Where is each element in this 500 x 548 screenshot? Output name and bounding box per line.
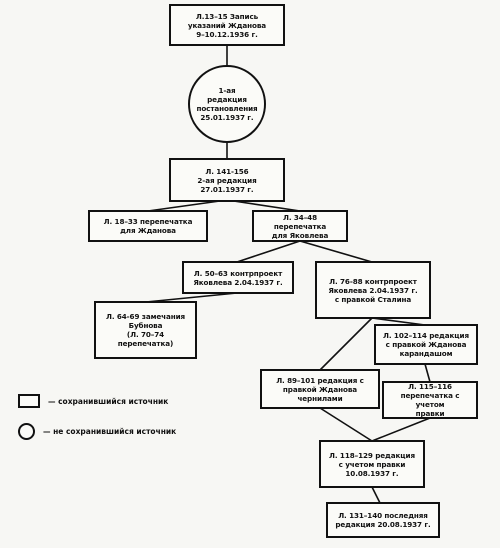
node-zhdanov-notes: Л.13–15 Запись указаний Жданова 9–10.12.… [169, 4, 285, 46]
node-retyping-zhdanov: Л. 18–33 перепечатка для Жданова [88, 210, 208, 242]
node-second-draft: Л. 141-156 2-ая редакция 27.01.1937 г. [169, 158, 285, 202]
node-bubnov-remarks: Л. 64-69 замечания Бубнова (Л. 70–74 пер… [94, 301, 197, 359]
legend-preserved: — сохранившийся источник [18, 394, 168, 408]
edge-n11-n12 [371, 417, 431, 442]
node-final-version-aug20: Л. 131–140 последняя редакция 20.08.1937… [326, 502, 440, 538]
legend-not-preserved-label: — не сохранившийся источник [43, 427, 177, 436]
edge-n7-n9 [371, 317, 426, 326]
edge-n10-n12 [319, 407, 373, 442]
edge-n12-n13 [371, 486, 381, 504]
node-yakovlev-counterproject: Л. 50–63 контрпроект Яковлева 2.04.1937 … [182, 261, 294, 294]
node-retyping-yakovlev: Л. 34–48 перепечатка для Яковлева [252, 210, 348, 242]
node-zhdanov-pencil-edits: Л. 102–114 редакция с правкой Жданова ка… [374, 324, 478, 365]
node-first-draft-circle: 1-ая редакция постановления 25.01.1937 г… [188, 65, 266, 143]
node-counterproject-stalin-edits: Л. 76-88 контрпроект Яковлева 2.04.1937 … [315, 261, 431, 319]
node-retyping-with-edits: Л. 115–116 перепечатка с учетом правки [382, 381, 478, 419]
legend-not-preserved: — не сохранившийся источник [18, 423, 176, 440]
legend-circle-icon [18, 423, 35, 440]
edge-n9-n11 [424, 363, 431, 383]
node-zhdanov-ink-edits: Л. 89–101 редакция с правкой Жданова чер… [260, 369, 380, 409]
edge-n5-n6 [236, 240, 301, 263]
edge-n5-n7 [299, 240, 373, 263]
edge-n6-n8 [145, 292, 238, 303]
node-edited-version-aug10: Л. 118–129 редакция с учетом правки 10.0… [319, 440, 425, 488]
legend-rectangle-icon [18, 394, 40, 408]
edge-n7-n10 [319, 317, 373, 371]
legend-preserved-label: — сохранившийся источник [48, 396, 169, 406]
